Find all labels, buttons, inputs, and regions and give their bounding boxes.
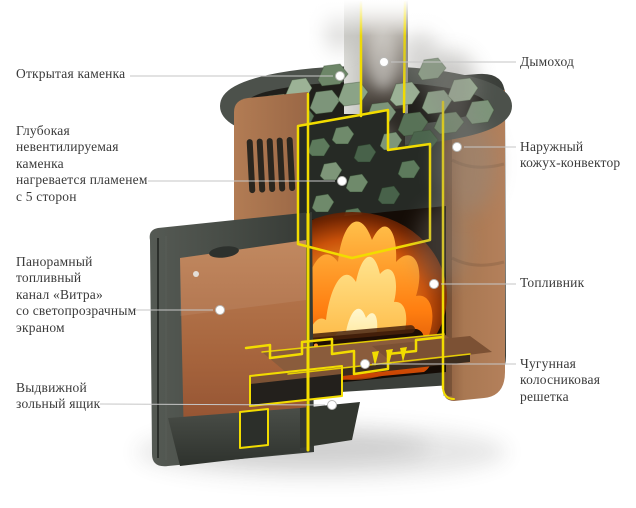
label-deep-heater: Глубокая невентилируемая каменка нагрева… [16,123,148,204]
label-convector: Наружный кожух-конвектор [520,139,621,171]
grate-bars [372,347,407,366]
leader-lines [99,61,516,406]
label-firebox: Топливник [520,275,585,290]
label-open-heater: Открытая каменка [16,66,126,81]
brand-badge [209,246,239,258]
label-chimney: Дымоход [520,54,575,69]
label-grate: Чугунная колосниковая решетка [520,356,601,404]
vent-slots [246,137,296,194]
label-panoramic-channel: Панорамный топливный канал «Витра» со св… [16,254,137,335]
leader-dots [215,57,462,410]
label-ash-box: Выдвижной зольный ящик [16,380,101,412]
